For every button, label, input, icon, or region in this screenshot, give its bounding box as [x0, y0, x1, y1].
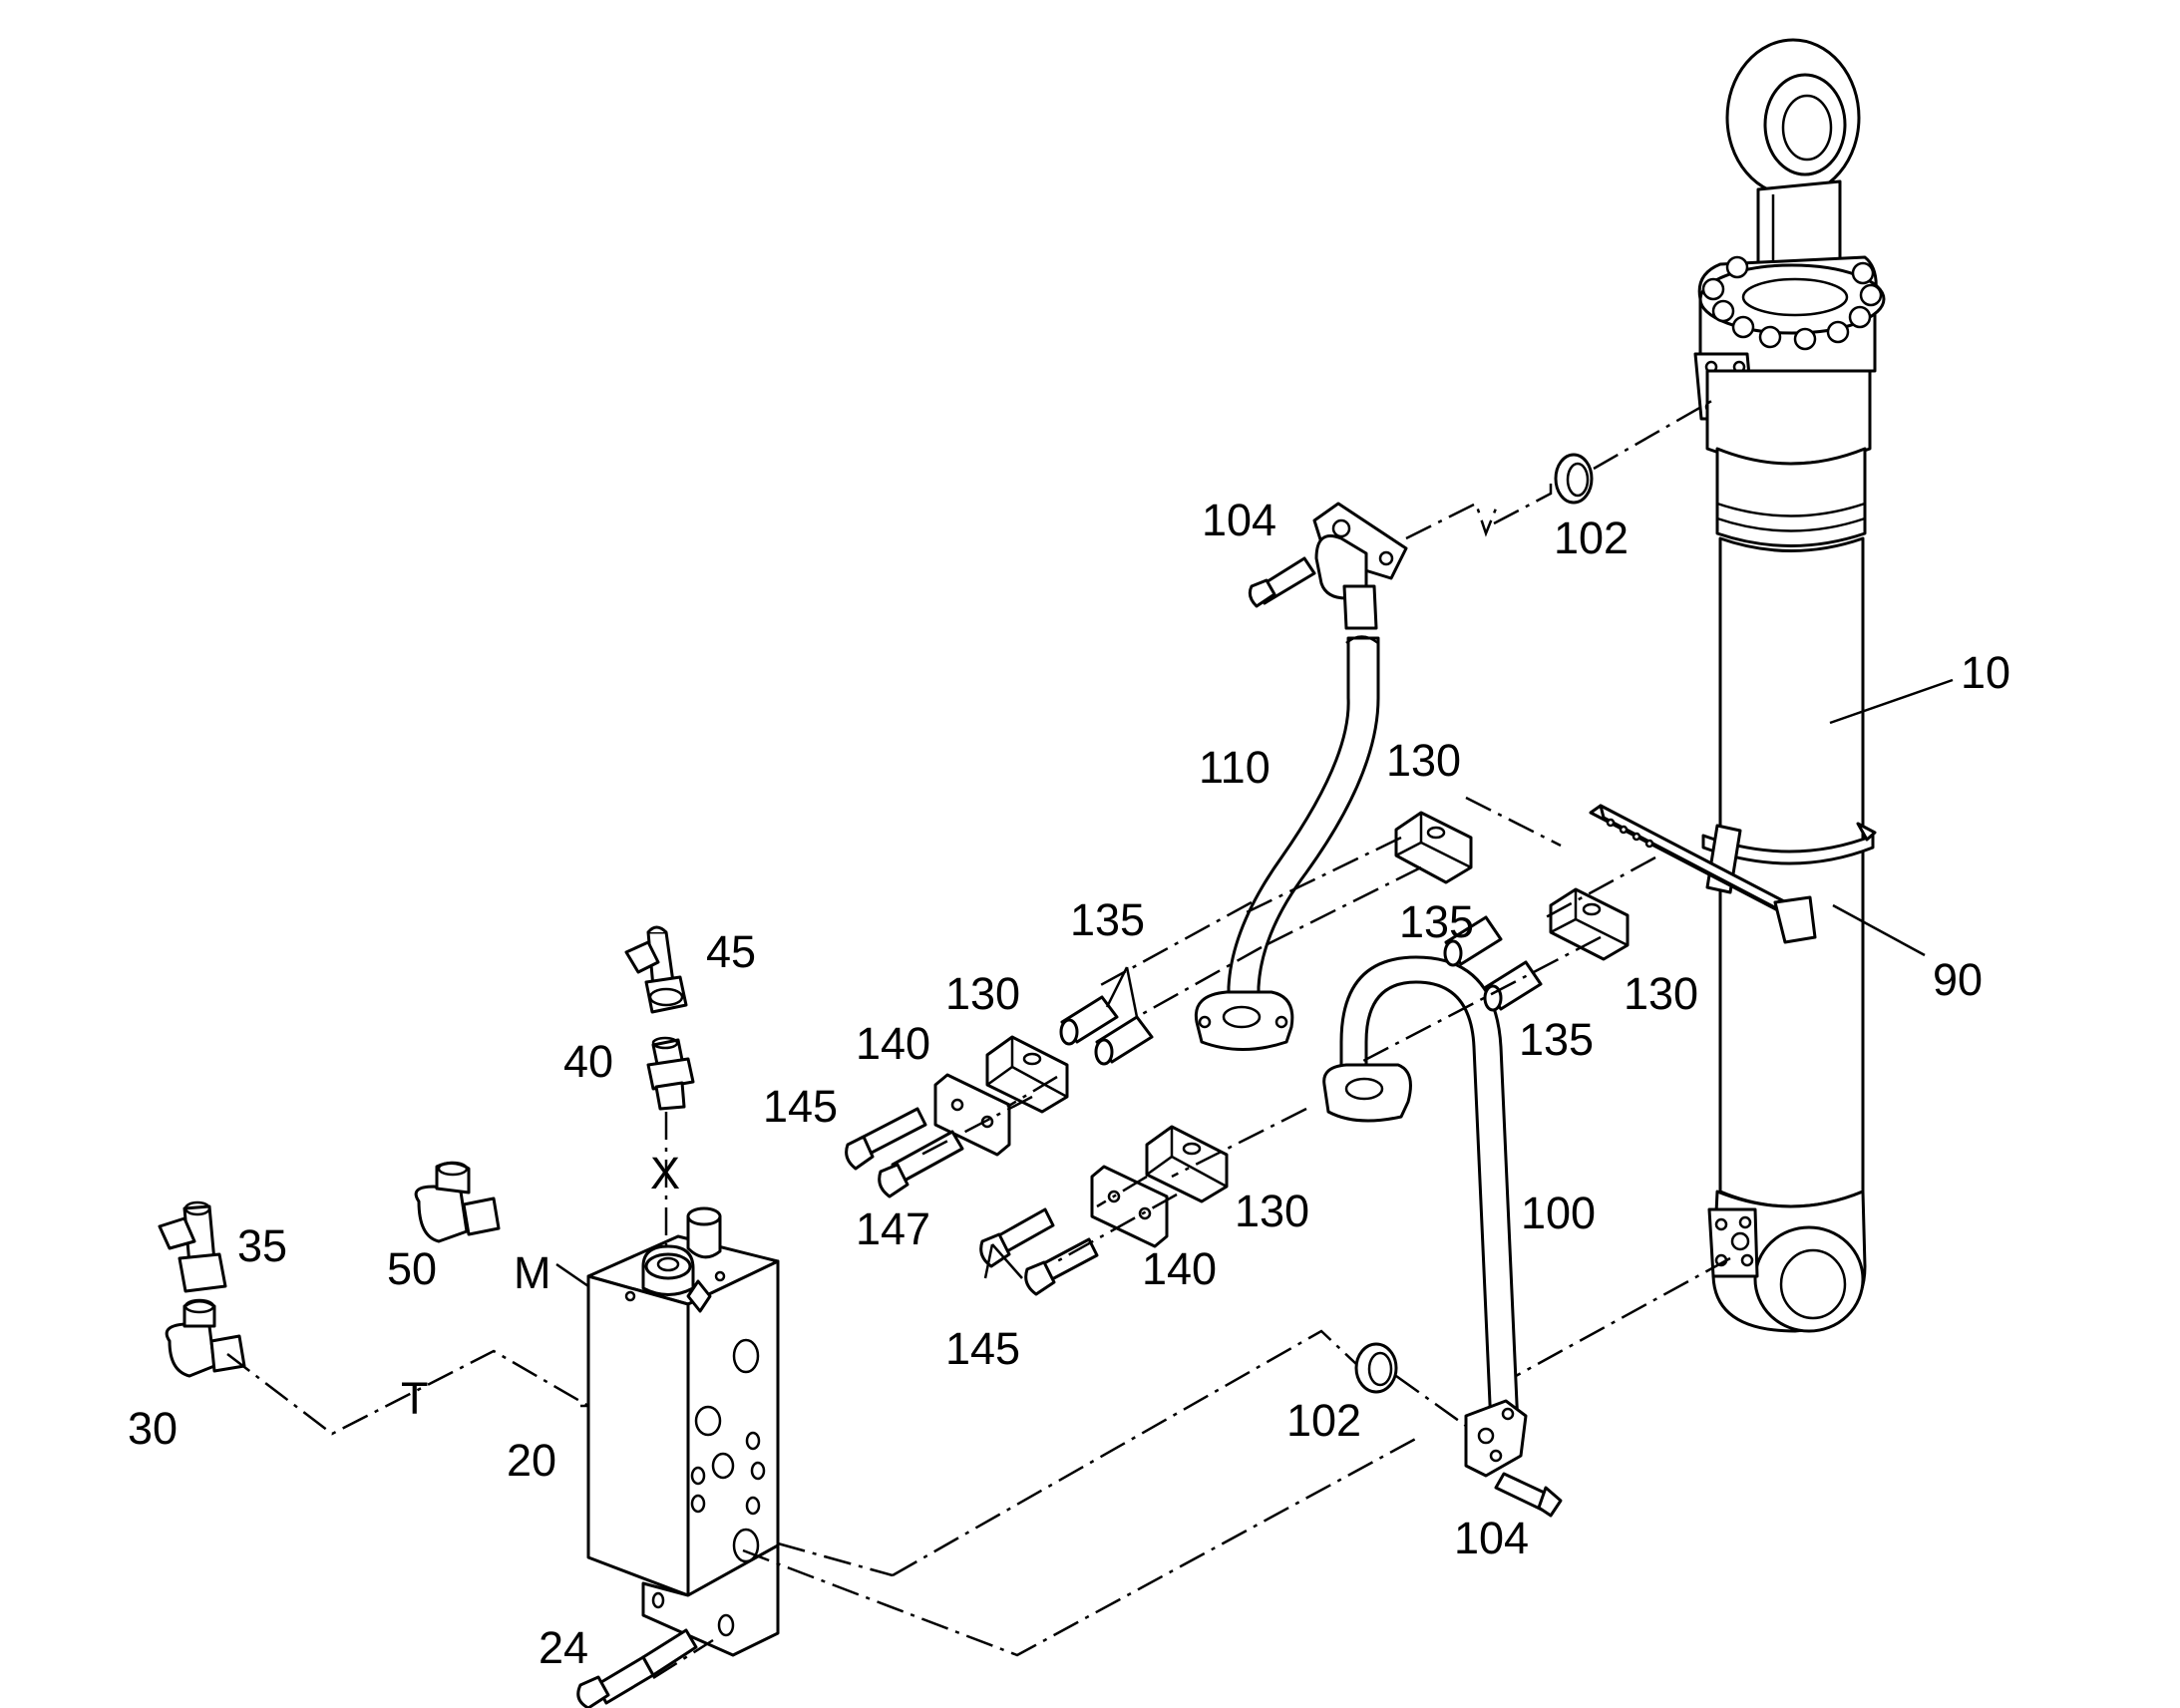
bolt-145-lower-a	[979, 1207, 1055, 1268]
callout-90: 90	[1933, 954, 1983, 1005]
bolt-24	[576, 1628, 698, 1708]
port-label-m: M	[514, 1247, 551, 1298]
callout-102-bottom: 102	[1286, 1395, 1361, 1446]
callout-135-left: 135	[1070, 894, 1145, 945]
callout-24: 24	[539, 1622, 588, 1673]
callout-147: 147	[856, 1203, 930, 1254]
callout-130-top: 130	[1386, 735, 1461, 786]
sleeve-135-b	[1094, 1015, 1154, 1066]
fitting-30	[165, 1298, 246, 1378]
callout-135-right: 135	[1519, 1014, 1594, 1065]
sleeve-135-c	[1443, 915, 1503, 967]
clamp-block-130-mid-right	[1549, 887, 1630, 961]
seal-102-top	[1554, 453, 1594, 505]
clamp-bracket	[1589, 804, 1817, 944]
clamp-block-130-top-right	[1394, 811, 1473, 884]
fitting-40	[646, 1036, 695, 1111]
fitting-50	[414, 1161, 501, 1243]
pipe-110	[1194, 502, 1408, 1051]
hydraulic-cylinder	[1693, 38, 1886, 1333]
fitting-35	[158, 1200, 227, 1293]
callout-145-lower: 145	[945, 1323, 1020, 1374]
callout-140-lower: 140	[1142, 1243, 1217, 1294]
callout-20: 20	[507, 1435, 556, 1486]
fitting-45	[624, 925, 688, 1014]
callout-30: 30	[128, 1403, 178, 1454]
bolt-145-lower-b	[1024, 1237, 1099, 1296]
bolt-104-bottom	[1494, 1472, 1563, 1518]
callout-130-lower: 130	[1235, 1186, 1309, 1236]
head-bolts	[1701, 255, 1883, 351]
sleeve-135-d	[1483, 960, 1543, 1012]
callout-102-top: 102	[1554, 512, 1629, 563]
callout-50: 50	[387, 1243, 437, 1294]
callout-104-bottom: 104	[1454, 1513, 1529, 1563]
plate-140-lower	[1090, 1165, 1169, 1248]
callout-35: 35	[237, 1220, 287, 1271]
sleeve-135-a	[1059, 995, 1119, 1046]
callout-labels: 10 90 102 104 110 130 135 135 130 135 13…	[128, 495, 2010, 1673]
valve-block-20	[586, 1206, 780, 1657]
callout-145-upper: 145	[763, 1081, 838, 1132]
callout-40: 40	[563, 1036, 613, 1087]
pipe-100	[1322, 955, 1528, 1478]
port-label-x: X	[650, 1148, 680, 1198]
callout-135-mid: 135	[1399, 896, 1474, 947]
callout-140-upper: 140	[856, 1018, 930, 1069]
callout-10: 10	[1961, 647, 2010, 698]
bolt-145-upper	[845, 1107, 927, 1171]
leader-lines	[555, 678, 1954, 1408]
callout-100: 100	[1521, 1188, 1596, 1238]
callout-130-right: 130	[1624, 968, 1698, 1019]
port-label-t: T	[401, 1373, 429, 1424]
callout-45: 45	[706, 926, 756, 977]
bolt-147	[878, 1130, 964, 1198]
callout-104-top: 104	[1202, 495, 1276, 545]
clamp-block-130-lower	[1145, 1125, 1229, 1203]
bolt-104-top	[1248, 556, 1316, 608]
seal-102-bottom	[1354, 1342, 1398, 1394]
clamp-block-130-left	[985, 1035, 1069, 1114]
callout-130-left: 130	[945, 968, 1020, 1019]
callout-110: 110	[1199, 742, 1271, 793]
